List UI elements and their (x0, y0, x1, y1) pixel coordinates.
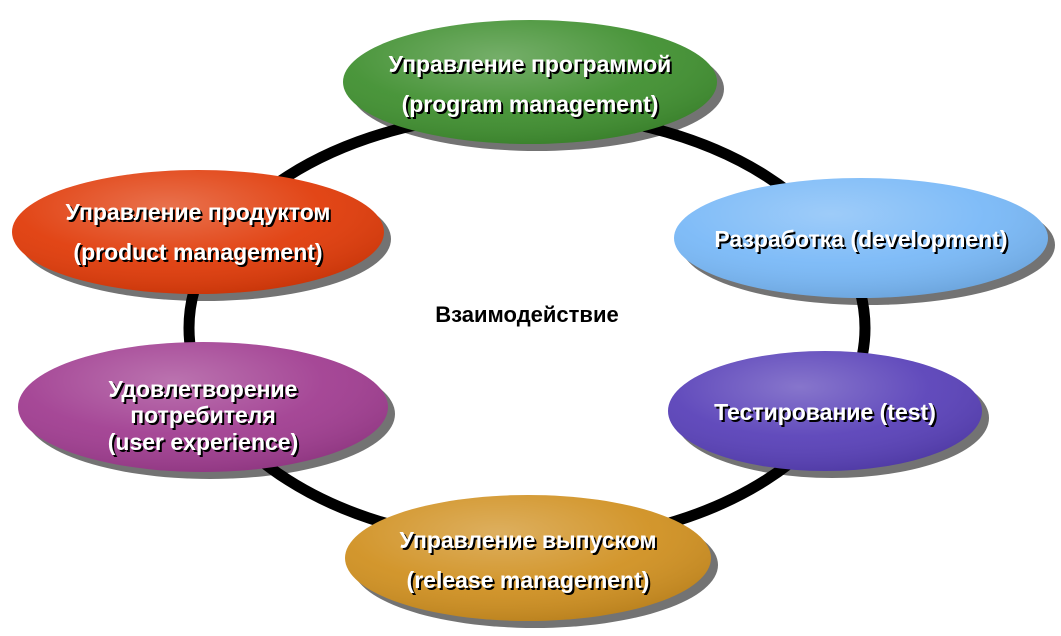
node-label-shadow: Тестирование (test) (716, 401, 938, 427)
node-gloss (668, 351, 982, 471)
node-label: (program management) (402, 91, 659, 117)
node-label-shadow: Управление выпуском (402, 529, 659, 555)
node-label-shadow: Разработка (development) (716, 228, 1009, 254)
node-label: Управление выпуском (400, 527, 657, 553)
node-label-shadow: (release management) (409, 569, 652, 595)
node-label-shadow: Управление продуктом (68, 201, 333, 227)
node-label: потребителя (130, 402, 276, 428)
node-label: Управление продуктом (66, 199, 331, 225)
node-label: (product management) (73, 239, 322, 265)
node-label-shadow: Удовлетворение (111, 378, 300, 404)
node-label: (release management) (407, 567, 650, 593)
node-gloss (343, 20, 717, 144)
node-label: Удовлетворение (109, 376, 298, 402)
node-label-shadow: (product management) (75, 241, 324, 267)
node-label: (user experience) (108, 429, 298, 455)
node-gloss (18, 342, 388, 472)
node-development: Разработка (development)Разработка (deve… (674, 178, 1055, 305)
node-user-experience: УдовлетворениеУдовлетворениепотребителяп… (18, 342, 395, 479)
node-label: Разработка (development) (714, 226, 1007, 252)
node-label-shadow: Управление программой (391, 53, 674, 79)
node-label: Управление программой (389, 51, 672, 77)
interaction-ring (183, 107, 871, 549)
node-label-shadow: (user experience) (110, 431, 300, 457)
node-gloss (345, 495, 711, 621)
node-label-shadow: потребителя (132, 404, 278, 430)
center-label: Взаимодействие (435, 302, 618, 327)
node-gloss (12, 170, 384, 294)
node-test: Тестирование (test)Тестирование (test) (668, 351, 989, 478)
node-label-shadow: (program management) (404, 93, 661, 119)
node-label: Тестирование (test) (714, 399, 936, 425)
node-gloss (674, 178, 1048, 298)
